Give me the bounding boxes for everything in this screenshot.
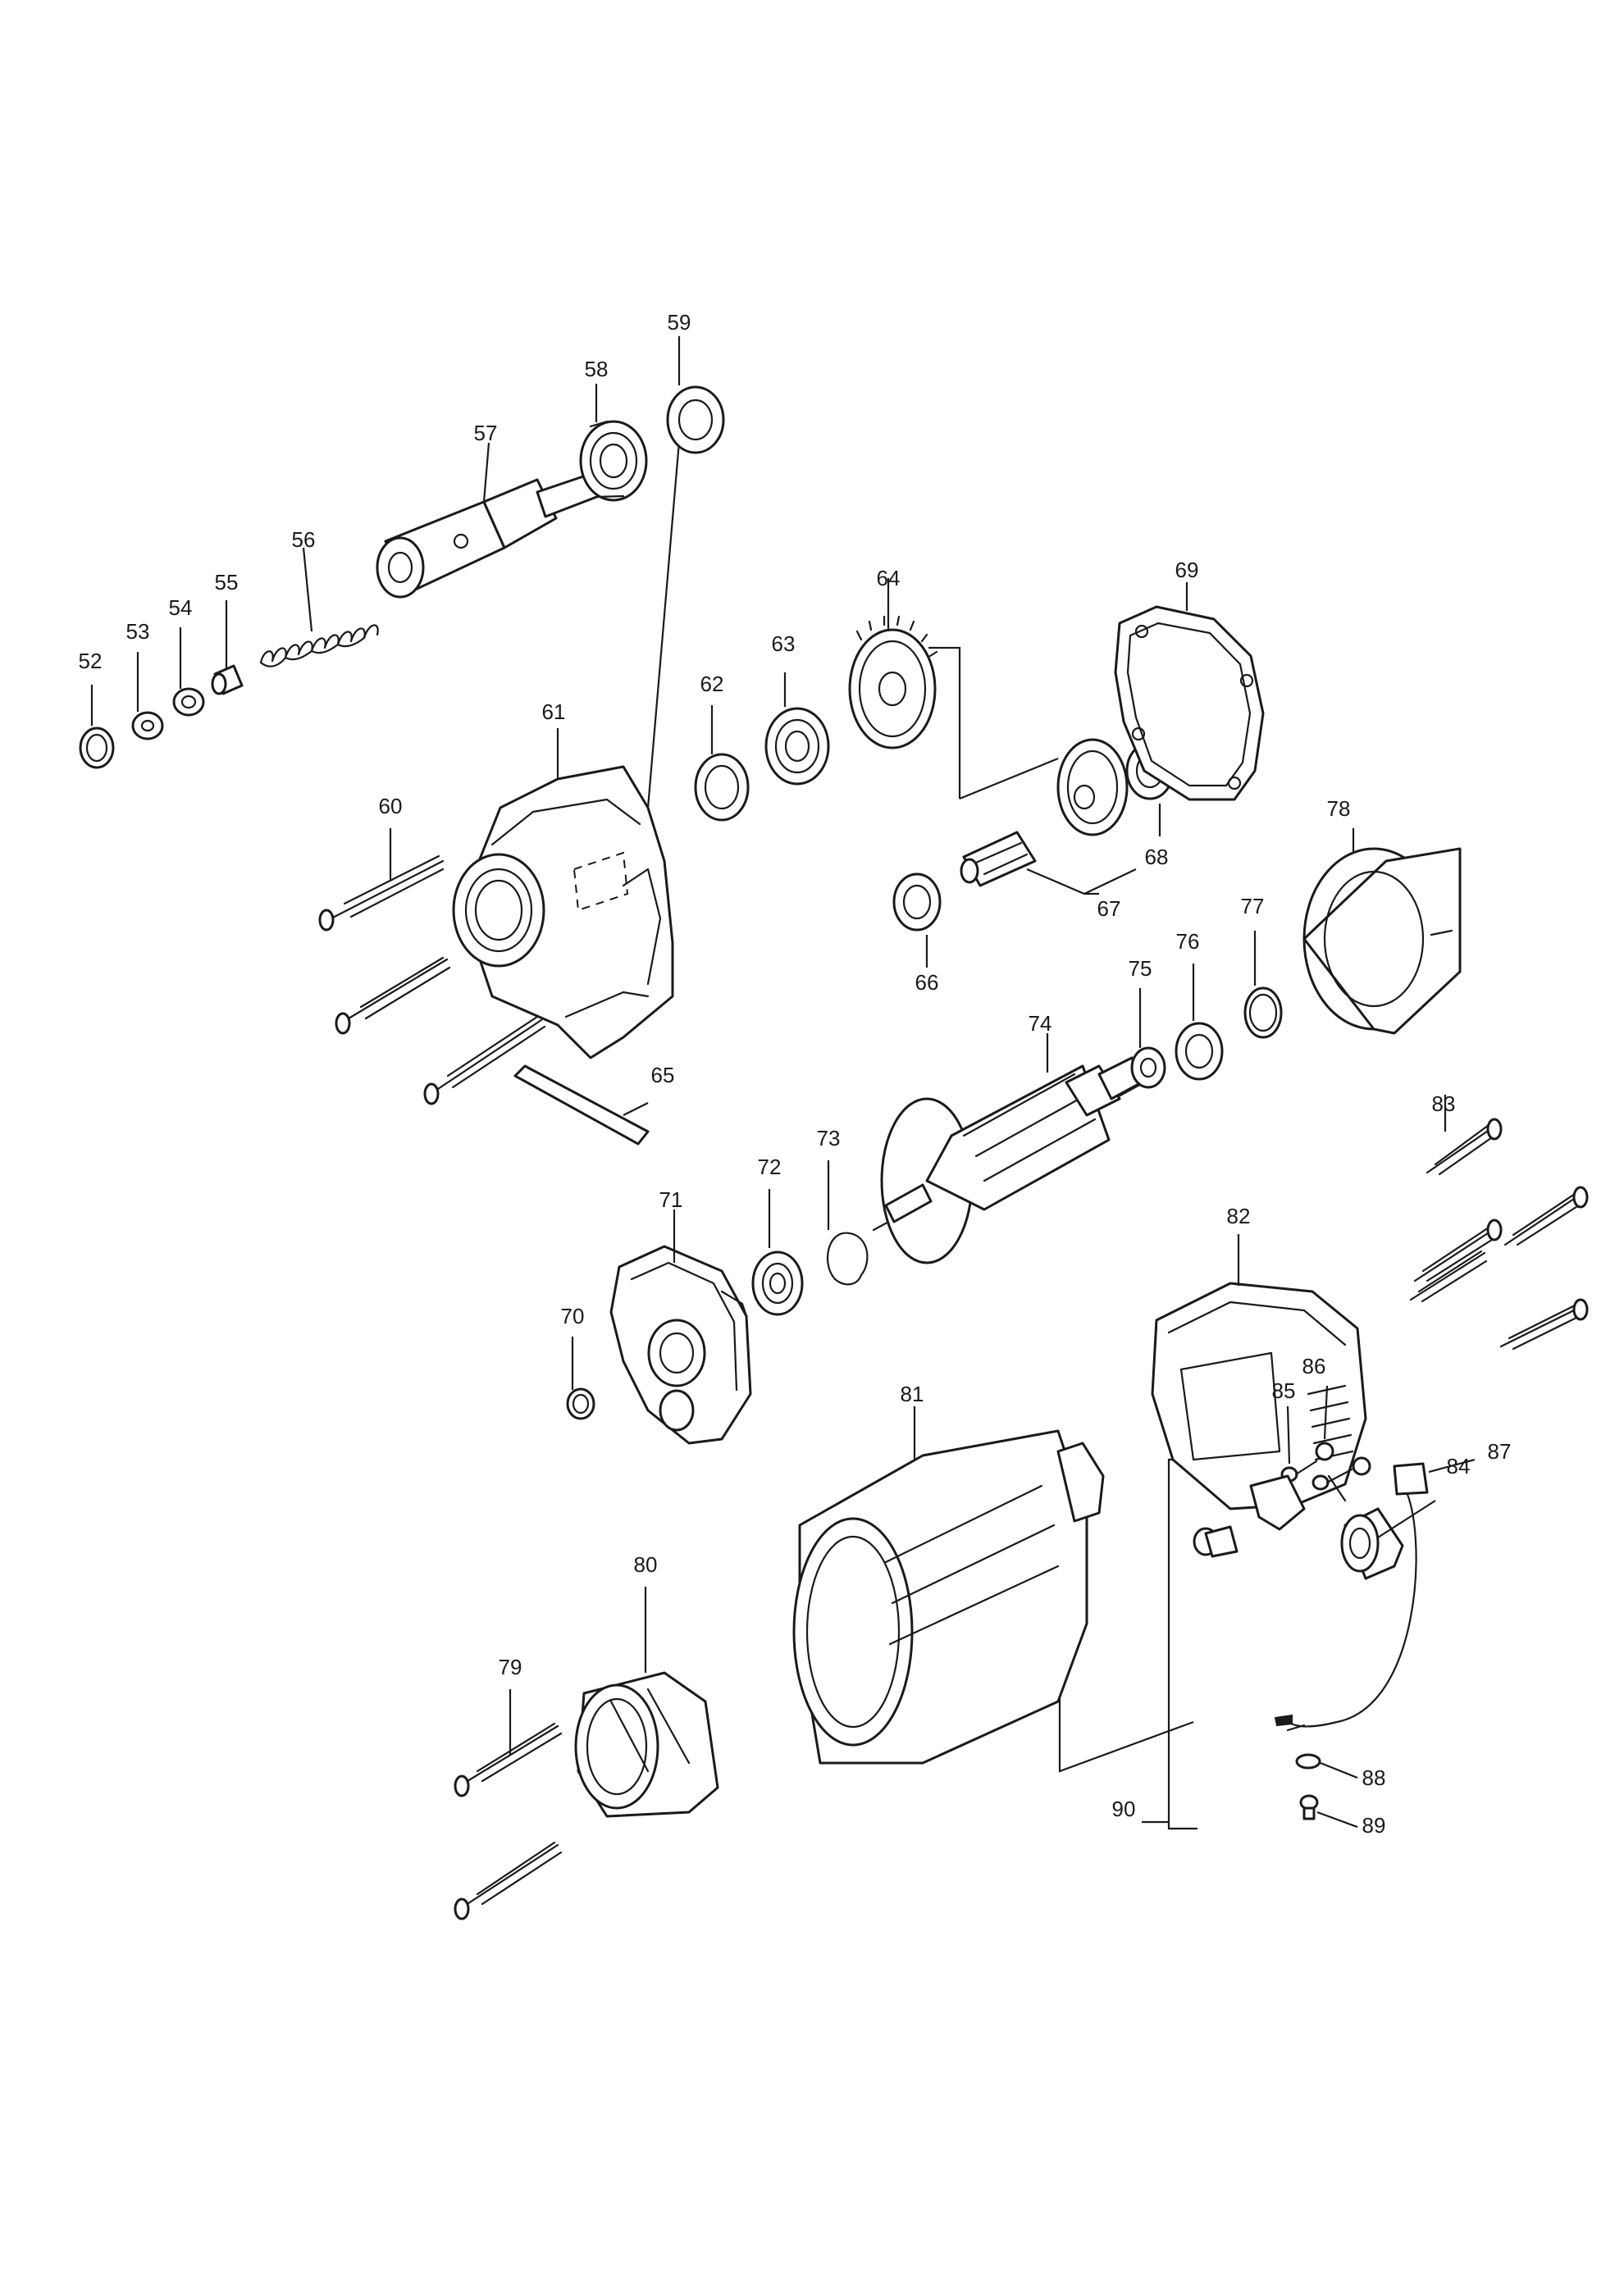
- callout-63: 63: [772, 631, 796, 656]
- callout-52: 52: [79, 649, 103, 673]
- part-59-seal: [666, 385, 725, 454]
- part-83-screws: [1409, 1118, 1589, 1351]
- callout-61: 61: [542, 699, 566, 724]
- callout-88: 88: [1362, 1765, 1386, 1790]
- part-66-bearing: [892, 872, 942, 932]
- callout-87: 87: [1488, 1439, 1512, 1464]
- part-88-89-fasteners: [1295, 1753, 1321, 1820]
- callout-74: 74: [1029, 1011, 1052, 1036]
- part-65-key: [513, 1064, 650, 1146]
- callout-90: 90: [1112, 1797, 1136, 1821]
- part-60-screws: [318, 854, 546, 1105]
- callout-66: 66: [915, 970, 939, 995]
- part-62-seal-ring: [694, 753, 750, 822]
- part-70-ring: [566, 1387, 595, 1420]
- part-75-washer: [1130, 1046, 1166, 1089]
- callout-57: 57: [474, 421, 498, 445]
- part-55-bushing: [211, 664, 244, 695]
- part-84-cable-gland: [1340, 1507, 1404, 1580]
- callout-71: 71: [659, 1187, 683, 1212]
- callout-60: 60: [379, 794, 403, 818]
- callout-73: 73: [817, 1126, 841, 1150]
- callout-83: 83: [1432, 1091, 1456, 1116]
- callout-labels: 52 53 54 55 56 57 58 59 60 61 62 63 64 6…: [79, 310, 1512, 1838]
- part-85-86-screws: [1280, 1442, 1371, 1491]
- part-82-rear-housing: [1151, 1282, 1367, 1510]
- callout-68: 68: [1145, 845, 1169, 869]
- callout-55: 55: [215, 570, 239, 594]
- part-77-o-ring: [1243, 986, 1283, 1039]
- part-76-bearing: [1175, 1022, 1224, 1081]
- callout-82: 82: [1227, 1204, 1251, 1228]
- callout-62: 62: [700, 672, 724, 696]
- part-80-field: [574, 1671, 719, 1818]
- callout-76: 76: [1176, 929, 1200, 954]
- callout-54: 54: [169, 595, 193, 620]
- part-52-circlip: [79, 727, 115, 769]
- part-79-screws: [454, 1722, 563, 1920]
- part-74-armature: [872, 1056, 1146, 1264]
- part-78-cover: [1302, 847, 1462, 1035]
- part-54-washer: [172, 687, 205, 717]
- callout-53: 53: [126, 619, 150, 644]
- callout-81: 81: [901, 1382, 924, 1406]
- part-90-brush-holder: [1193, 1474, 1306, 1732]
- callout-58: 58: [585, 357, 609, 381]
- part-63-bearing: [764, 707, 830, 786]
- part-61-gear-housing: [452, 765, 674, 1059]
- callout-78: 78: [1327, 796, 1351, 821]
- callout-84: 84: [1447, 1454, 1471, 1478]
- callout-80: 80: [634, 1552, 658, 1577]
- part-67-pinion-gear: [960, 738, 1129, 887]
- part-87-connector: [1393, 1462, 1429, 1496]
- part-81-motor-housing: [792, 1429, 1105, 1765]
- callout-85: 85: [1272, 1378, 1296, 1403]
- part-56-spring: [259, 624, 379, 667]
- part-53-washer: [131, 711, 164, 740]
- callout-86: 86: [1302, 1354, 1326, 1378]
- callout-64: 64: [877, 566, 901, 590]
- callout-69: 69: [1175, 558, 1199, 582]
- callout-70: 70: [561, 1304, 585, 1328]
- callout-72: 72: [758, 1155, 782, 1179]
- callout-89: 89: [1362, 1813, 1386, 1838]
- part-64-gear: [848, 615, 938, 749]
- callout-56: 56: [292, 527, 316, 552]
- part-71-bearing-plate: [609, 1245, 752, 1445]
- callout-59: 59: [668, 310, 691, 335]
- callout-79: 79: [499, 1655, 522, 1679]
- part-73-circlip: [826, 1232, 869, 1286]
- part-58-bearing: [579, 420, 648, 502]
- part-72-bearing: [751, 1250, 804, 1316]
- callout-65: 65: [651, 1063, 675, 1087]
- callout-67: 67: [1097, 896, 1121, 921]
- callout-75: 75: [1129, 956, 1152, 981]
- callout-77: 77: [1241, 894, 1265, 918]
- part-69-gasket: [1114, 605, 1265, 801]
